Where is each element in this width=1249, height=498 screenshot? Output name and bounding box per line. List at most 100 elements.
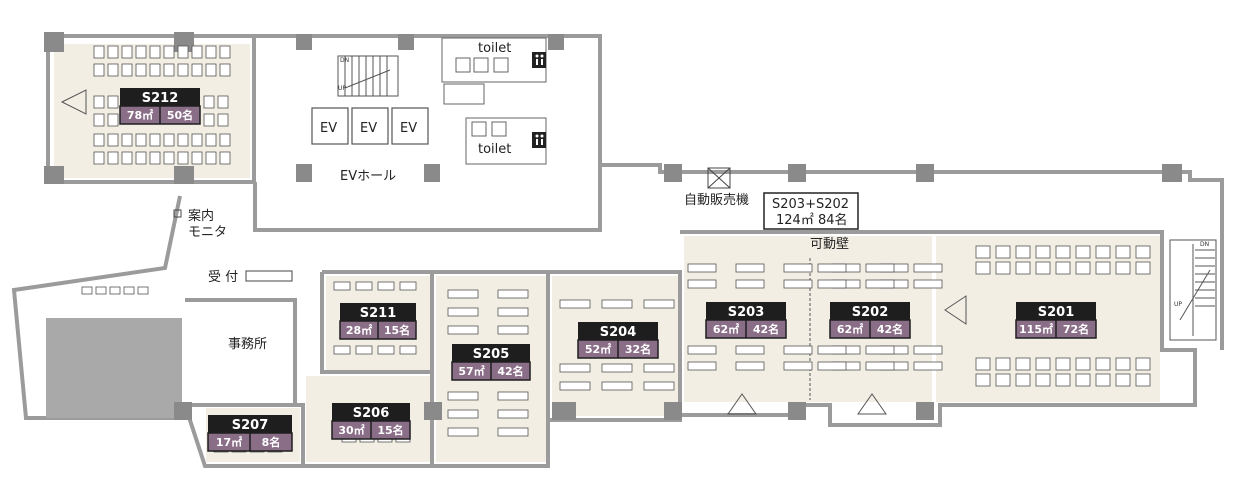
- seat-desk: [975, 261, 991, 275]
- seat-desk: [559, 299, 591, 309]
- seat-desk: [865, 345, 895, 355]
- combined-room-title: S203+S202: [772, 197, 849, 212]
- seat-desk: [643, 381, 675, 391]
- seat-desk: [817, 361, 847, 371]
- seat-desk: [913, 361, 943, 371]
- seat-desk: [913, 263, 943, 273]
- seat-desk: [95, 286, 107, 295]
- seat-desk: [995, 373, 1011, 387]
- stairs-top-dn: DN: [340, 57, 349, 64]
- seat-desk: [1075, 357, 1091, 371]
- room-area: 78㎡: [127, 108, 153, 122]
- room-capacity: 42名: [753, 322, 779, 336]
- seat-desk: [149, 133, 161, 147]
- seat-desk: [177, 63, 189, 77]
- seat-desk: [1075, 245, 1091, 259]
- seat-desk: [447, 307, 479, 317]
- room-area: 57㎡: [458, 364, 484, 378]
- building-walls: [11, 34, 1224, 468]
- seat-desk: [975, 373, 991, 387]
- room-area: 62㎡: [713, 322, 739, 336]
- projector-screens: [60, 89, 967, 415]
- seat-desk: [81, 286, 93, 295]
- seat-desk: [447, 409, 479, 419]
- seat-desk: [203, 113, 215, 127]
- seat-desk: [643, 299, 675, 309]
- seat-desk: [137, 286, 149, 295]
- seat-desk: [333, 345, 351, 355]
- room-capacity: 8名: [262, 435, 281, 449]
- room-capacity: 32名: [625, 342, 651, 356]
- room-name: S206: [353, 406, 390, 421]
- seat-desk: [219, 151, 231, 165]
- seat-desk: [191, 45, 203, 59]
- seat-desk: [149, 45, 161, 59]
- seat-desk: [191, 151, 203, 165]
- seat-desk: [1115, 261, 1131, 275]
- seat-desk: [783, 279, 813, 289]
- seat-desk: [177, 45, 189, 59]
- combined-room-box: [763, 192, 859, 230]
- seat-desk: [865, 263, 895, 273]
- seat-desk: [1135, 357, 1151, 371]
- seat-desk: [817, 263, 847, 273]
- seat-desk: [913, 279, 943, 289]
- pillars: [44, 32, 1182, 420]
- room-area: 17㎡: [216, 435, 242, 449]
- seat-desk: [135, 63, 147, 77]
- seat-desk: [1055, 261, 1071, 275]
- seat-desk: [559, 381, 591, 391]
- room-name: S211: [360, 306, 397, 321]
- seat-desk: [687, 263, 717, 273]
- seat-desk: [1095, 245, 1111, 259]
- movable-wall-label: 可動壁: [810, 237, 849, 252]
- room-name: S201: [1038, 305, 1075, 320]
- seat-desk: [377, 345, 395, 355]
- seat-desk: [913, 345, 943, 355]
- seat-desk: [149, 63, 161, 77]
- seat-desk: [1035, 373, 1051, 387]
- seat-desk: [203, 95, 215, 109]
- seat-desk: [217, 113, 229, 127]
- seat-desk: [163, 151, 175, 165]
- seat-desk: [1055, 245, 1071, 259]
- room-name: S202: [852, 305, 889, 320]
- seat-desk: [643, 363, 675, 373]
- seat-desk: [783, 361, 813, 371]
- seat-desk: [107, 63, 119, 77]
- room-capacity: 50名: [167, 108, 193, 122]
- seat-desk: [447, 289, 479, 299]
- seat-desk: [865, 361, 895, 371]
- seat-desk: [1055, 373, 1071, 387]
- seat-desk: [865, 279, 895, 289]
- seat-desk: [135, 133, 147, 147]
- office-label: 事務所: [228, 337, 267, 352]
- room-area: 115㎡: [1019, 322, 1053, 336]
- vending-machine-icon: [707, 167, 731, 189]
- restroom-icon-upper: [532, 52, 546, 68]
- room-capacity: 42名: [497, 364, 523, 378]
- seat-desk: [1095, 373, 1111, 387]
- seat-desk: [735, 345, 765, 355]
- room-capacity: 15名: [377, 423, 403, 437]
- seat-desk: [497, 307, 529, 317]
- seat-desk: [601, 381, 633, 391]
- monitor-label-2: モニタ: [188, 225, 227, 240]
- seat-desk: [1115, 373, 1131, 387]
- seat-desk: [1055, 357, 1071, 371]
- seat-desk: [1015, 261, 1031, 275]
- monitor-icon: [173, 209, 182, 218]
- elevator-2-label: EV: [360, 121, 377, 136]
- seat-desk: [1015, 245, 1031, 259]
- seat-desk: [1095, 357, 1111, 371]
- seat-desk: [149, 151, 161, 165]
- seat-desk: [497, 391, 529, 401]
- seat-desk: [447, 427, 479, 437]
- seat-desk: [601, 363, 633, 373]
- room-area: 28㎡: [346, 323, 372, 337]
- seat-desk: [1035, 245, 1051, 259]
